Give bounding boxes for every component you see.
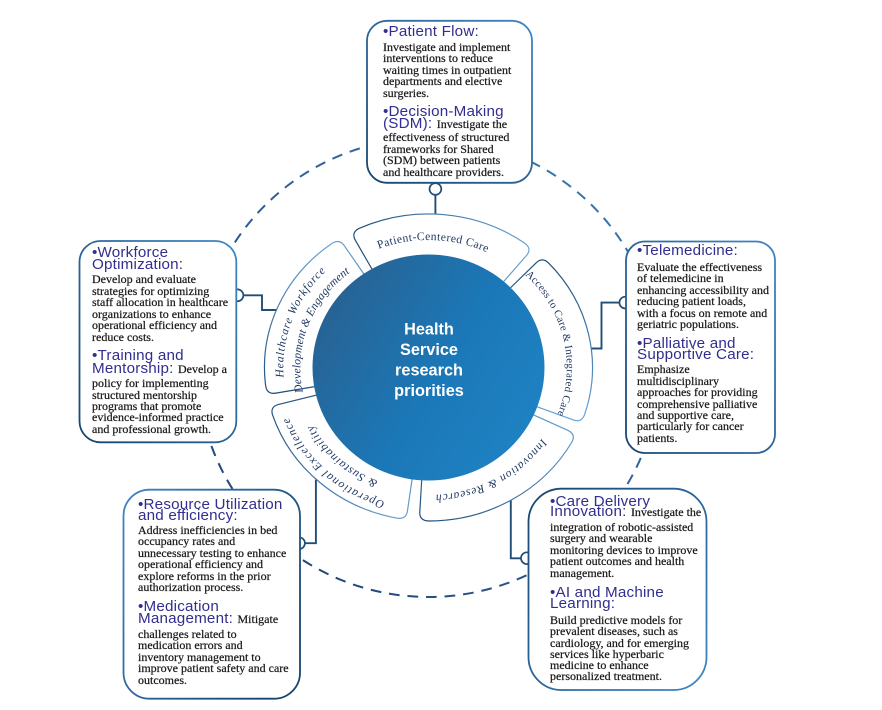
- svg-text:Service: Service: [400, 341, 458, 359]
- svg-text:priorities: priorities: [394, 382, 464, 400]
- svg-text:Health: Health: [404, 321, 454, 339]
- svg-text:research: research: [395, 362, 463, 380]
